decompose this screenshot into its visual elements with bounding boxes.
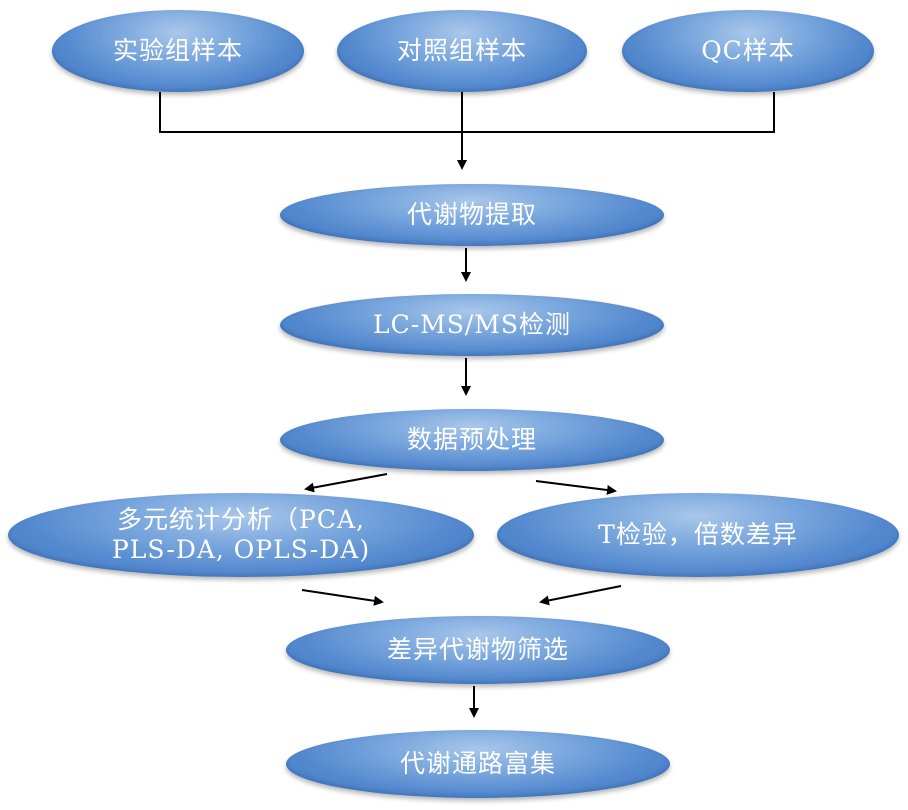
arrow-multivariate-to-screening bbox=[301, 589, 384, 606]
arrow-ttest-to-screening bbox=[539, 585, 622, 606]
node-experimental-label: 实验组样本 bbox=[112, 36, 243, 65]
node-experimental-samples: 实验组样本 bbox=[52, 10, 304, 92]
arrow-to-multivariate bbox=[304, 473, 388, 493]
node-control-label: 对照组样本 bbox=[396, 36, 527, 65]
arrow-to-ttest bbox=[535, 480, 617, 495]
node-screening-label: 差异代谢物筛选 bbox=[386, 635, 569, 664]
node-control-samples: 对照组样本 bbox=[337, 10, 587, 92]
node-ttest-fold-change: T检验，倍数差异 bbox=[497, 493, 899, 577]
node-data-preprocessing: 数据预处理 bbox=[280, 409, 664, 471]
node-differential-screening: 差异代谢物筛选 bbox=[286, 616, 670, 684]
node-metabolite-extraction: 代谢物提取 bbox=[280, 184, 664, 246]
node-lcms-label: LC-MS/MS检测 bbox=[372, 310, 572, 339]
node-pathway-label: 代谢通路富集 bbox=[399, 749, 556, 778]
node-extraction-label: 代谢物提取 bbox=[406, 200, 537, 229]
node-preprocess-label: 数据预处理 bbox=[406, 425, 537, 454]
node-ttest-label: T检验，倍数差异 bbox=[598, 520, 798, 549]
node-multivariate-analysis: 多元统计分析（PCA, PLS-DA, OPLS-DA) bbox=[8, 493, 474, 577]
node-multivariate-label: 多元统计分析（PCA, PLS-DA, OPLS-DA) bbox=[111, 505, 371, 564]
node-pathway-enrichment: 代谢通路富集 bbox=[286, 730, 670, 798]
node-lcms-detection: LC-MS/MS检测 bbox=[280, 294, 664, 356]
node-qc-samples: QC样本 bbox=[622, 10, 874, 92]
node-qc-label: QC样本 bbox=[701, 36, 795, 65]
